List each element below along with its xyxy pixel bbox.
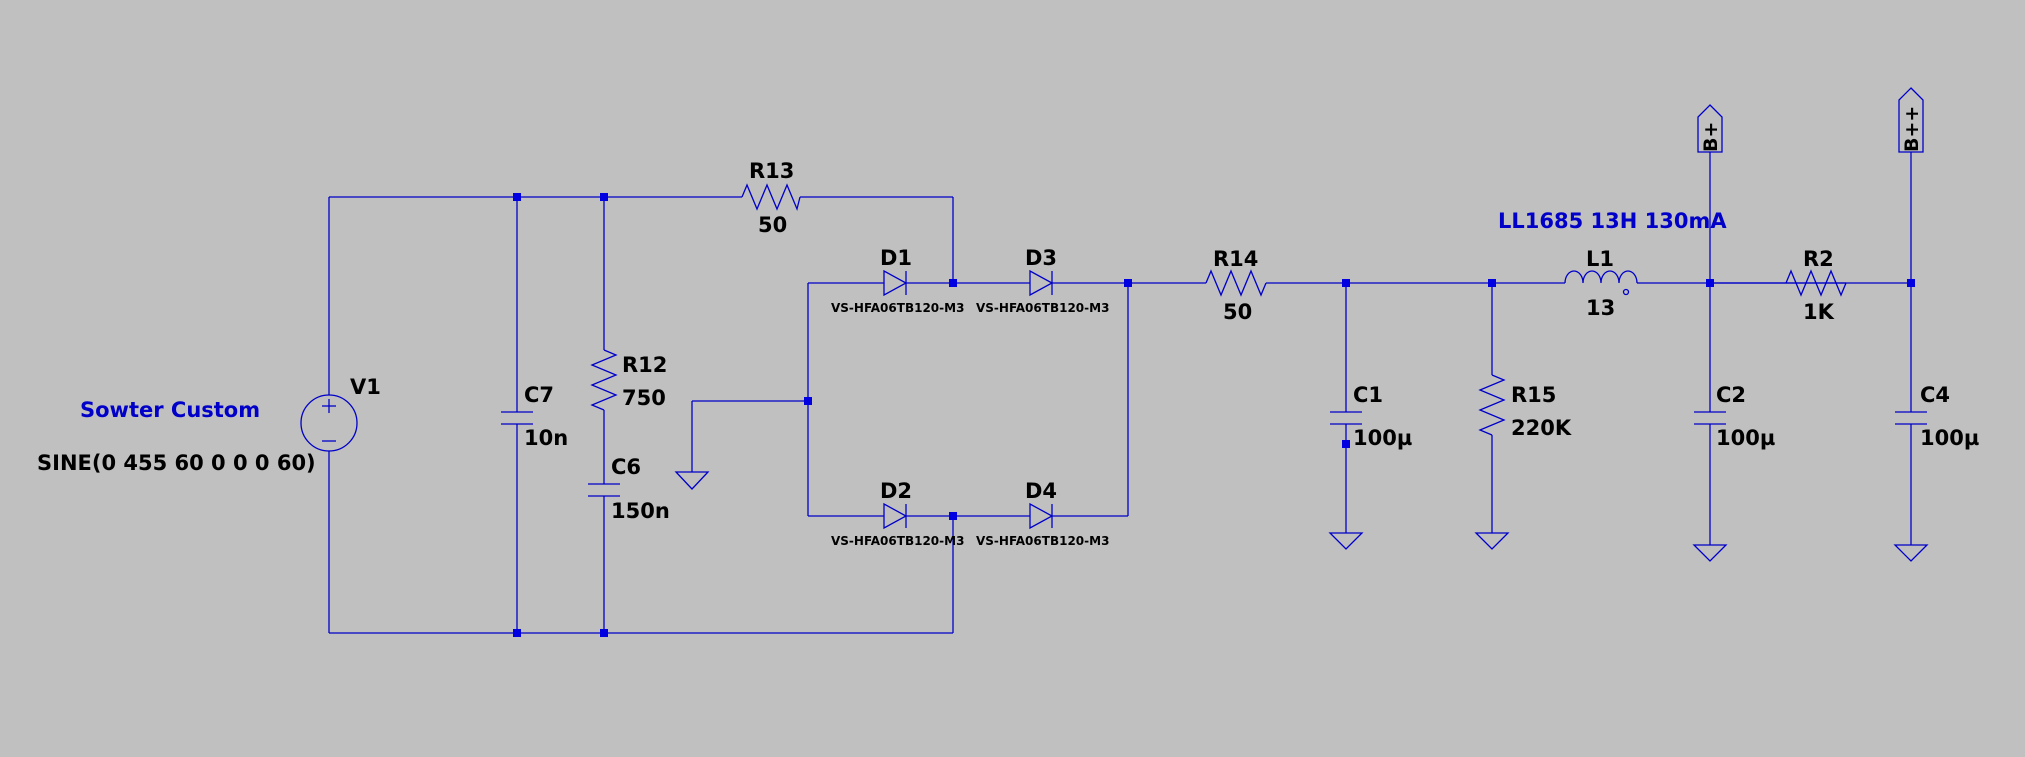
r12-value-label: 750 (622, 386, 666, 410)
d4-name-label: D4 (1025, 479, 1057, 503)
ground-icon (1328, 532, 1364, 550)
c7-name-label: C7 (524, 383, 554, 407)
junction-dot (513, 629, 521, 637)
r13-name-label: R13 (749, 159, 794, 183)
junction-dot (513, 193, 521, 201)
d2-model-label: VS-HFA06TB120-M3 (831, 534, 964, 548)
d4-diode-icon[interactable] (1029, 502, 1054, 530)
r14-value-label: 50 (1223, 300, 1252, 324)
r15-resistor-icon[interactable] (1478, 374, 1506, 436)
c7-capacitor-icon[interactable] (501, 411, 533, 425)
b-plus-port-icon[interactable] (1697, 104, 1723, 153)
junction-dot (949, 279, 957, 287)
b-plus-plus-flag-label: B++ (1901, 106, 1923, 152)
c4-name-label: C4 (1920, 383, 1950, 407)
l1-value-label: 13 (1586, 296, 1615, 320)
c1-value-label: 100µ (1353, 426, 1412, 450)
c1-name-label: C1 (1353, 383, 1383, 407)
r13-resistor-icon[interactable] (741, 183, 801, 212)
junction-dot (1907, 279, 1915, 287)
d3-diode-icon[interactable] (1029, 269, 1054, 297)
d3-name-label: D3 (1025, 246, 1057, 270)
r2-name-label: R2 (1803, 247, 1834, 271)
ground-icon (1474, 532, 1510, 550)
r12-name-label: R12 (622, 353, 667, 377)
d3-model-label: VS-HFA06TB120-M3 (976, 301, 1109, 315)
c6-value-label: 150n (611, 499, 670, 523)
c2-value-label: 100µ (1716, 426, 1775, 450)
c4-capacitor-icon[interactable] (1895, 411, 1927, 425)
c6-name-label: C6 (611, 455, 641, 479)
r13-value-label: 50 (758, 213, 787, 237)
d1-model-label: VS-HFA06TB120-M3 (831, 301, 964, 315)
c2-capacitor-icon[interactable] (1694, 411, 1726, 425)
r2-resistor-icon[interactable] (1785, 269, 1847, 297)
v1-title-label: Sowter Custom (80, 398, 260, 422)
r15-value-label: 220K (1511, 416, 1572, 440)
v1-name-label: V1 (350, 375, 381, 399)
junction-dot (804, 397, 812, 405)
junction-dot (1342, 279, 1350, 287)
b-plus-plus-port-icon[interactable] (1898, 87, 1924, 153)
r14-name-label: R14 (1213, 247, 1258, 271)
c6-capacitor-icon[interactable] (588, 483, 620, 497)
l1-annotation-label: LL1685 13H 130mA (1498, 209, 1727, 233)
d4-model-label: VS-HFA06TB120-M3 (976, 534, 1109, 548)
d1-name-label: D1 (880, 246, 912, 270)
c2-name-label: C2 (1716, 383, 1746, 407)
r15-name-label: R15 (1511, 383, 1556, 407)
l1-inductor-icon[interactable] (1564, 270, 1640, 296)
ground-icon (1692, 544, 1728, 562)
junction-dots (513, 193, 1915, 637)
ground-icon (674, 471, 710, 490)
junction-dot (1706, 279, 1714, 287)
d1-diode-icon[interactable] (883, 269, 908, 297)
r12-resistor-icon[interactable] (590, 349, 618, 411)
junction-dot (1124, 279, 1132, 287)
c7-value-label: 10n (524, 426, 568, 450)
v1-sine-voltage-source-icon[interactable] (300, 394, 358, 452)
junction-dot (1488, 279, 1496, 287)
b-plus-flag-label: B+ (1700, 122, 1722, 152)
c1-capacitor-icon[interactable] (1330, 411, 1362, 425)
d2-name-label: D2 (880, 479, 912, 503)
r14-resistor-icon[interactable] (1205, 269, 1267, 297)
junction-dot (600, 629, 608, 637)
v1-value-label: SINE(0 455 60 0 0 0 60) (37, 451, 316, 475)
c4-value-label: 100µ (1920, 426, 1979, 450)
junction-dot (949, 512, 957, 520)
l1-name-label: L1 (1586, 247, 1614, 271)
d2-diode-icon[interactable] (883, 502, 908, 530)
ground-icon (1893, 544, 1929, 562)
junction-dot (1342, 440, 1350, 448)
r2-value-label: 1K (1803, 300, 1835, 324)
junction-dot (600, 193, 608, 201)
